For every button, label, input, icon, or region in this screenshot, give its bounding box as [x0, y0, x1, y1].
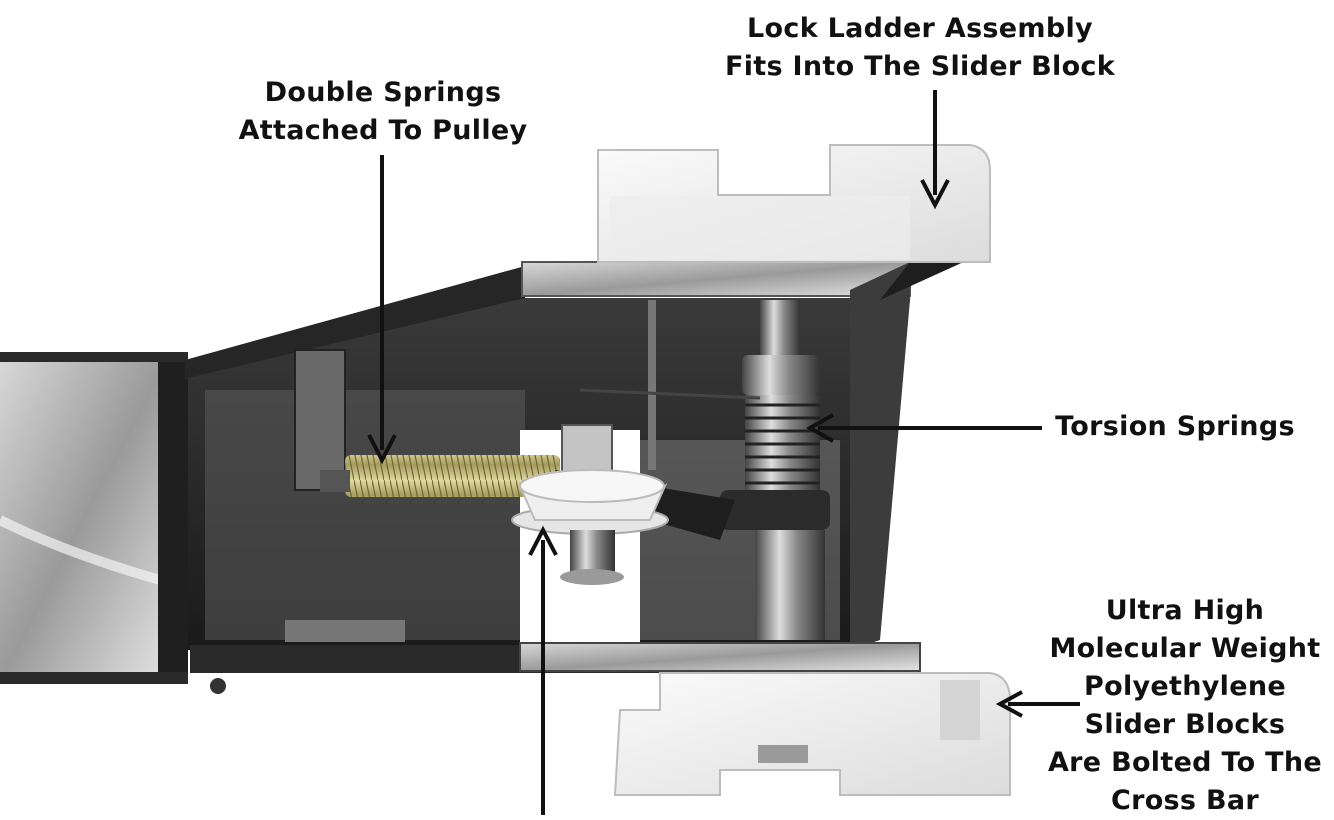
slider-blocks-line-4: Slider Blocks — [1084, 709, 1286, 740]
slider-blocks-line-3: Polyethylene — [1084, 671, 1286, 702]
slider-blocks-line-6: Cross Bar — [1110, 785, 1260, 816]
double-springs-line-2: Attached To Pulley — [238, 115, 528, 146]
torsion-springs-callout: Torsion Springs — [1040, 408, 1310, 446]
slider-blocks-callout: Ultra High Molecular Weight Polyethylene… — [1030, 592, 1334, 820]
carriage-housing — [185, 160, 990, 694]
pulley — [511, 424, 735, 585]
slider-blocks-line-1: Ultra High — [1105, 595, 1265, 626]
arm-channel — [0, 352, 188, 684]
lock-ladder-callout: Lock Ladder Assembly Fits Into The Slide… — [700, 10, 1140, 86]
torsion-springs-line-1: Torsion Springs — [1055, 411, 1295, 442]
bottom-slider-block — [613, 672, 1011, 796]
lock-ladder-line-2: Fits Into The Slider Block — [724, 51, 1115, 82]
torsion-spring-column — [579, 300, 830, 640]
lock-ladder-arrowhead — [920, 179, 950, 210]
pulley-arrowhead — [528, 525, 558, 556]
slider-blocks-line-5: Are Bolted To The — [1047, 747, 1323, 778]
torsion-springs-arrowhead — [805, 413, 834, 443]
double-springs-line-1: Double Springs — [264, 77, 502, 108]
callout-arrows — [367, 90, 1080, 815]
slider-blocks-arrowhead — [995, 690, 1023, 718]
lock-ladder-line-1: Lock Ladder Assembly — [747, 13, 1093, 44]
double-springs-arrowhead — [367, 434, 397, 465]
slider-blocks-line-2: Molecular Weight — [1049, 633, 1321, 664]
double-springs — [320, 455, 560, 497]
double-springs-callout: Double Springs Attached To Pulley — [228, 74, 538, 150]
lock-ladder-slider-block — [597, 144, 991, 263]
